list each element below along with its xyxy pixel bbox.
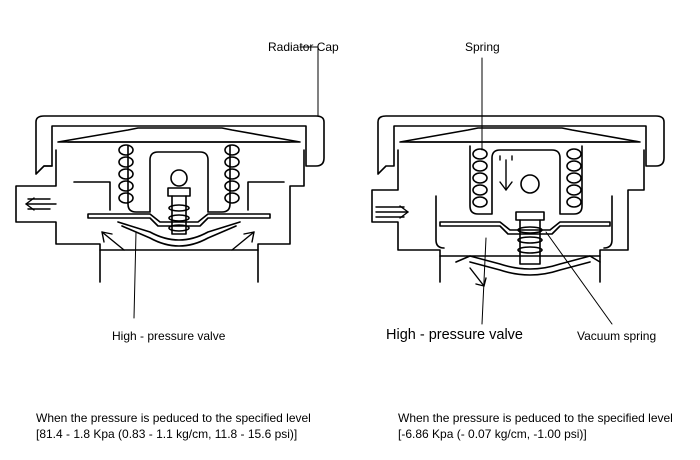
right-cap-shell — [377, 115, 665, 175]
right-vacuum-spring-leader — [545, 231, 613, 325]
left-pressure-spring — [118, 144, 240, 204]
right-cap-dish — [399, 127, 641, 143]
right-filler-neck — [371, 149, 441, 283]
left-dome-housing — [127, 145, 231, 213]
left-filler-neck — [15, 149, 101, 283]
left-caption-line2: [81.4 - 1.8 Kpa (0.83 - 1.1 kg/cm, 11.8 … — [36, 427, 298, 441]
high-pressure-valve-label-right: High - pressure valve — [386, 327, 523, 343]
right-cap-assembly — [371, 57, 665, 325]
left-radiator-cap-leader — [299, 46, 319, 117]
left-caption: When the pressure is peduced to the spec… — [36, 410, 311, 442]
vacuum-spring-label: Vacuum spring — [577, 329, 657, 343]
left-caption-line1: When the pressure is peduced to the spec… — [36, 411, 311, 425]
left-flow-arrows — [25, 197, 255, 251]
high-pressure-valve-label-left: High - pressure valve — [112, 329, 226, 343]
left-valve-leader — [133, 231, 137, 319]
right-dome-housing — [469, 145, 583, 215]
left-cap-assembly — [15, 46, 325, 319]
right-flow-arrows — [375, 155, 513, 287]
left-pressure-valve-plate — [87, 213, 271, 227]
spring-label: Spring — [465, 40, 500, 54]
right-pressure-valve-plate — [439, 221, 611, 235]
right-valve-leader — [481, 237, 487, 325]
right-pressure-spring — [472, 148, 582, 208]
right-caption: When the pressure is peduced to the spec… — [398, 410, 673, 442]
left-cap-shell — [35, 115, 325, 175]
right-caption-line1: When the pressure is peduced to the spec… — [398, 411, 673, 425]
left-cap-dish — [57, 127, 301, 143]
right-caption-line2: [-6.86 Kpa (- 0.07 kg/cm, -1.00 psi)] — [398, 427, 587, 441]
radiator-cap-label: Radiator Cap — [268, 40, 339, 54]
